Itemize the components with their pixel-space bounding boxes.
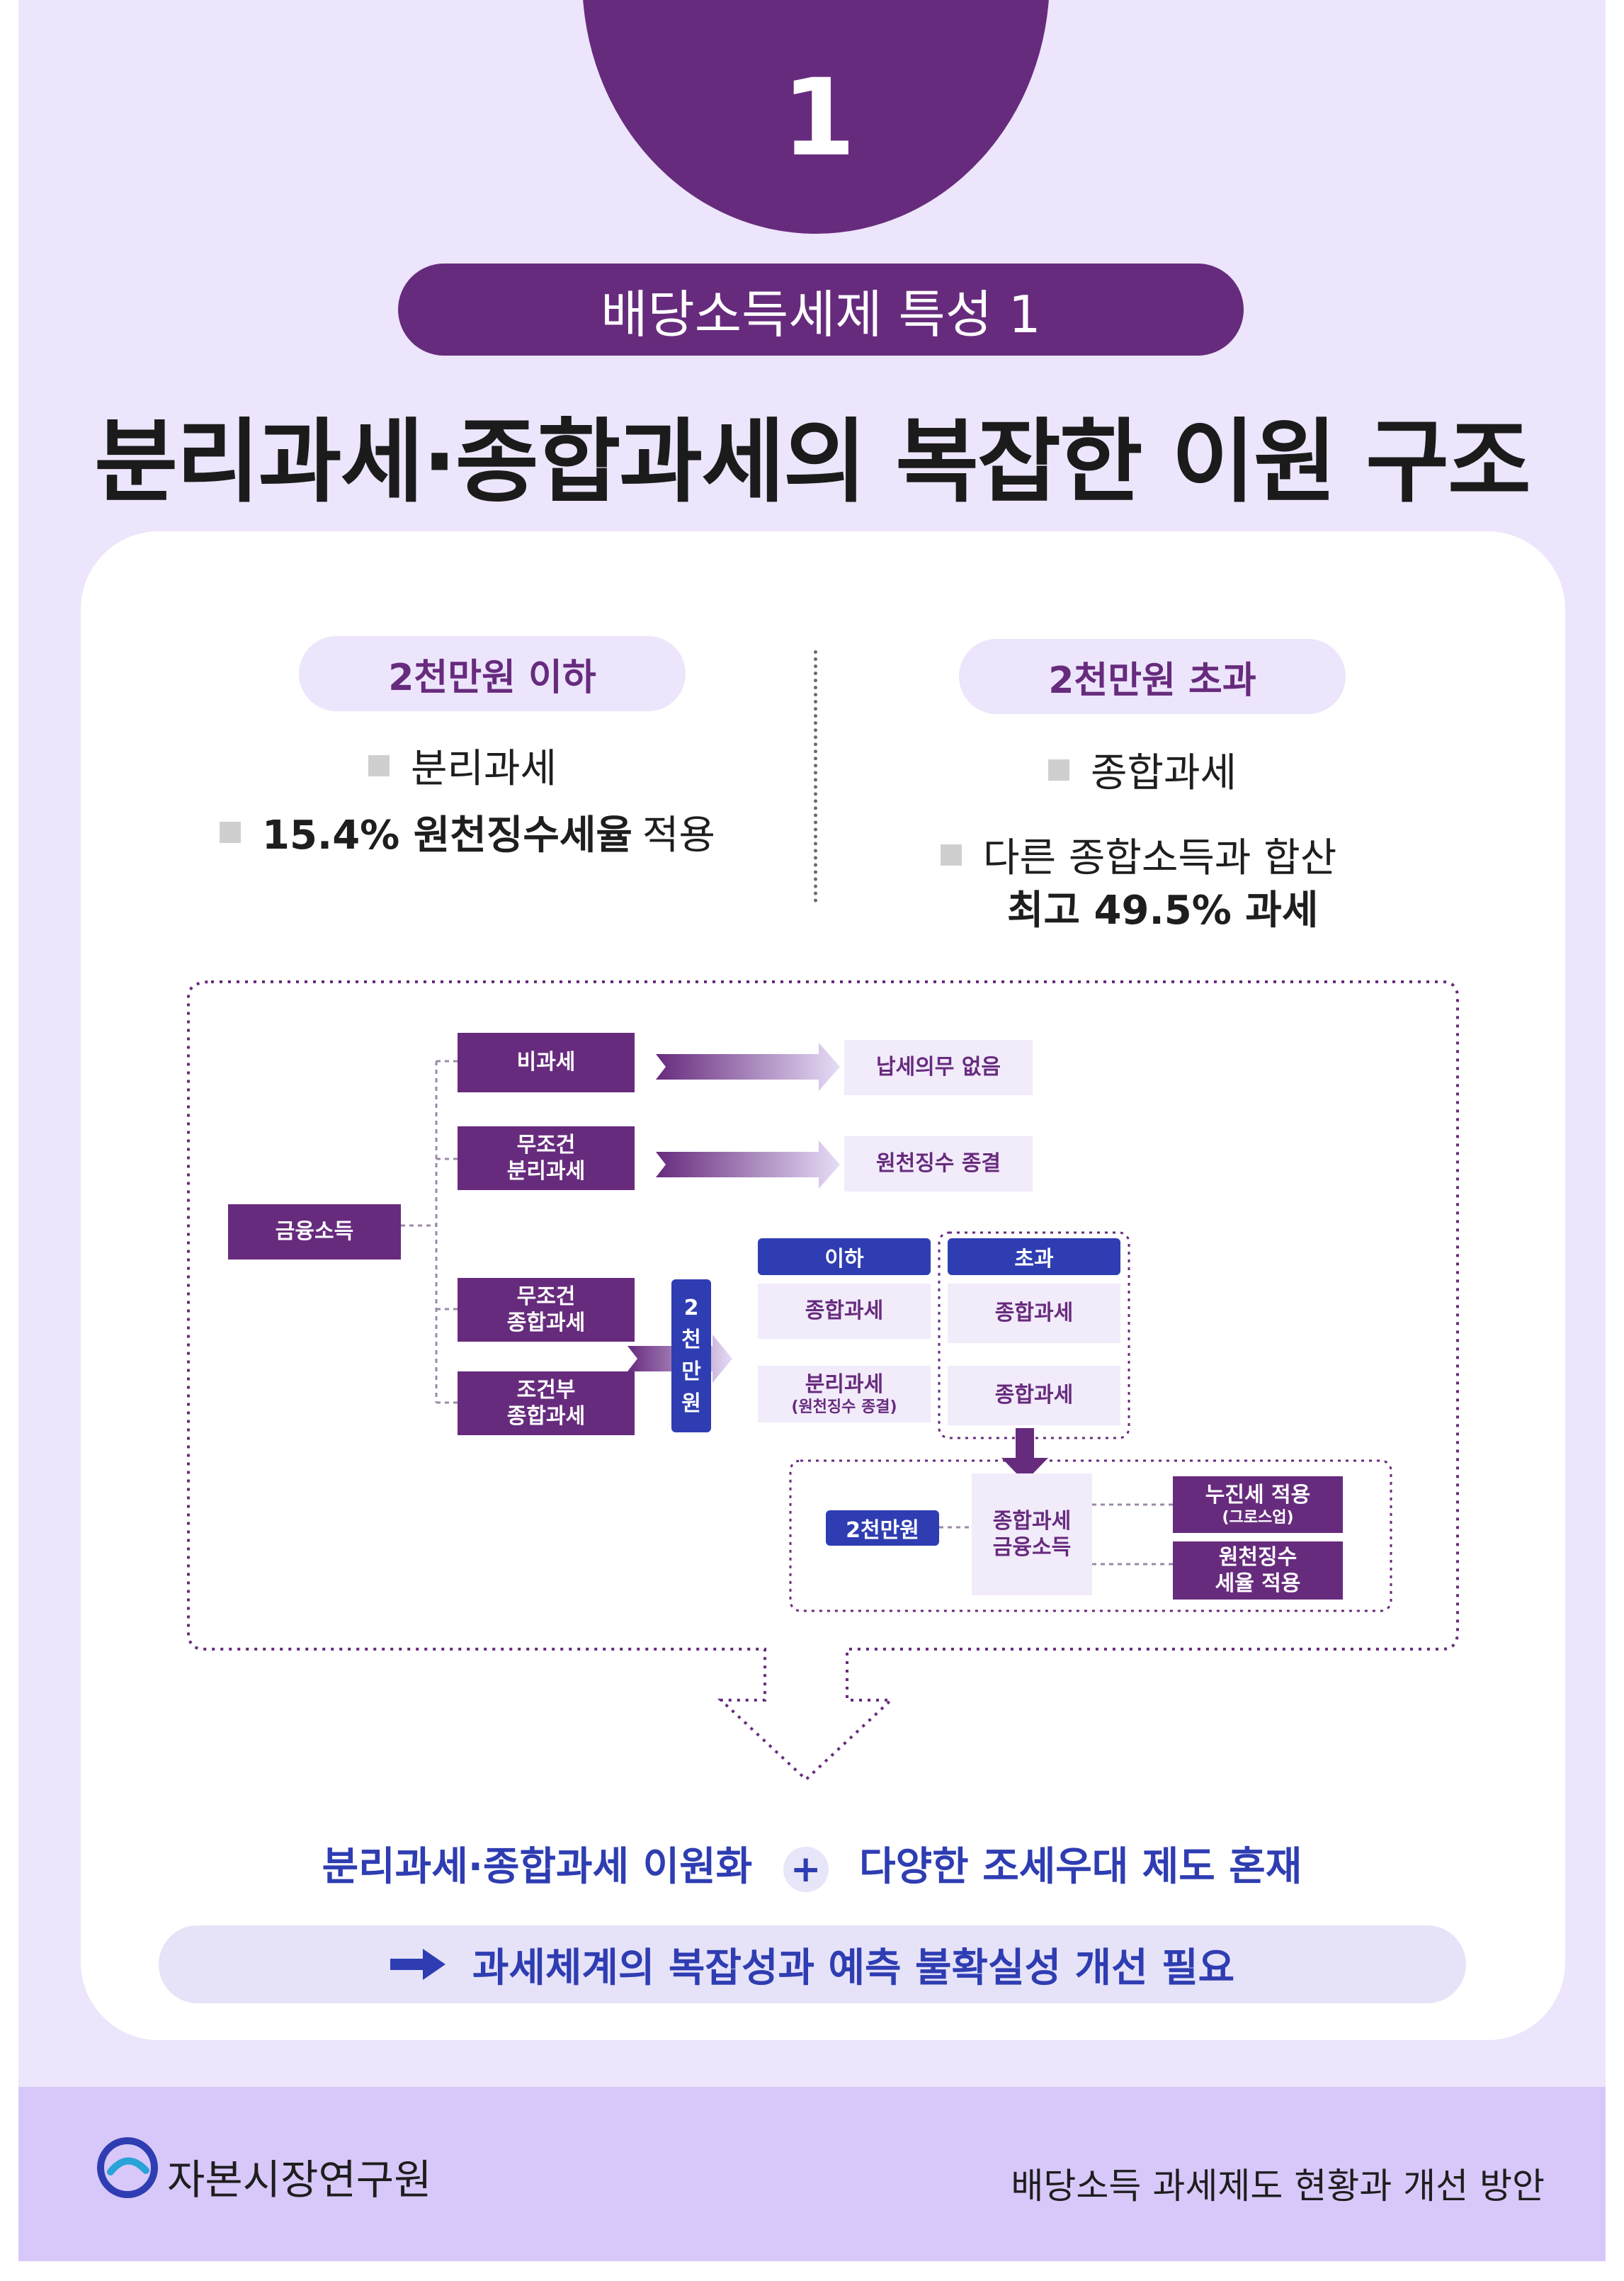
right-bullet-2-line2: 최고 49.5% 과세 — [1007, 888, 1319, 934]
threshold-char: 만 — [681, 1359, 701, 1384]
left-bullet-1: 분리과세 — [368, 737, 557, 794]
conditional-tax-line2: 종합과세 — [506, 1404, 586, 1429]
left-pill: 2천만원 이하 — [299, 636, 686, 711]
right-bullet-1: 종합과세 — [1048, 741, 1237, 798]
comprehensive-income-box: 종합과세 금융소득 — [972, 1473, 1092, 1595]
progressive-tax-line2: (그로스업) — [1222, 1509, 1294, 1527]
nontax-box: 비과세 — [458, 1033, 635, 1092]
comprehensive-income-line1: 종합과세 — [992, 1508, 1072, 1534]
root-income-box: 금융소득 — [228, 1204, 401, 1260]
page-title: 분리과세·종합과세의 복잡한 이원 구조 — [94, 409, 1531, 515]
threshold-char: 원 — [681, 1391, 701, 1416]
comprehensive-tax-line1: 무조건 — [516, 1284, 576, 1309]
right-bullet-1-text: 종합과세 — [1091, 750, 1237, 796]
down-arrow-icon — [1001, 1428, 1048, 1482]
bullet-square-icon — [220, 821, 241, 843]
column-divider — [814, 650, 817, 902]
left-bullet-2-bold: 15.4% 원천징수세율 — [262, 813, 632, 859]
bullet-square-icon — [368, 754, 390, 776]
nontax-result-box: 납세의무 없음 — [844, 1040, 1033, 1095]
separate-tax-line2: 분리과세 — [506, 1159, 586, 1184]
above-header: 초과 — [948, 1238, 1120, 1275]
plus-icon: + — [783, 1846, 829, 1892]
comprehensive-tax-line2: 종합과세 — [506, 1311, 586, 1335]
right-bullet-2-line1: 다른 종합소득과 합산 — [983, 835, 1337, 881]
progressive-tax-line1: 누진세 적용 — [1205, 1482, 1311, 1507]
withholding-rate-line1: 원천징수 — [1218, 1544, 1298, 1570]
right-pill: 2천만원 초과 — [959, 639, 1346, 714]
above-row2-box: 종합과세 — [948, 1366, 1120, 1425]
comprehensive-income-line2: 금융소득 — [992, 1535, 1072, 1560]
threshold-badge: 2천만원 — [826, 1510, 939, 1546]
right-bullet-2: 다른 종합소득과 합산 — [941, 826, 1336, 883]
below-row2-line2: (원천징수 종결) — [791, 1398, 897, 1416]
conditional-tax-box: 조건부 종합과세 — [458, 1371, 635, 1435]
bullet-square-icon — [1048, 759, 1069, 781]
threshold-vertical-label: 2 천 만 원 — [671, 1279, 711, 1432]
above-row1-box: 종합과세 — [948, 1284, 1120, 1343]
below-row1-box: 종합과세 — [758, 1284, 931, 1339]
diagram-outline — [187, 980, 1459, 1782]
final-message-bar: 과세체계의 복잡성과 예측 불확실성 개선 필요 — [159, 1925, 1466, 2003]
withholding-rate-box: 원천징수 세율 적용 — [1173, 1541, 1343, 1600]
summary-frame — [789, 1459, 1392, 1612]
conclusion-line: 분리과세·종합과세 이원화 + 다양한 조세우대 제도 혼재 — [18, 1835, 1606, 1892]
section-number: 1 — [781, 57, 856, 180]
below-row2-box: 분리과세 (원천징수 종결) — [758, 1366, 931, 1422]
footer-band — [18, 2087, 1606, 2261]
threshold-char: 2 — [683, 1296, 699, 1320]
separate-result-box: 원천징수 종결 — [844, 1136, 1033, 1192]
left-bullet-2-rest: 적용 — [642, 813, 715, 859]
below-row2-line1: 분리과세 — [805, 1371, 884, 1397]
flow-connectors — [187, 980, 1459, 1782]
right-arrow-icon — [390, 1949, 445, 1980]
above-column-frame — [938, 1231, 1130, 1439]
final-message: 과세체계의 복잡성과 예측 불확실성 개선 필요 — [472, 1945, 1235, 1991]
progressive-tax-box: 누진세 적용 (그로스업) — [1173, 1476, 1343, 1533]
left-bullet-2: 15.4% 원천징수세율 적용 — [220, 803, 715, 861]
below-header: 이하 — [758, 1238, 931, 1275]
comprehensive-tax-box: 무조건 종합과세 — [458, 1278, 635, 1342]
conditional-tax-line1: 조건부 — [516, 1377, 576, 1403]
separate-tax-line1: 무조건 — [516, 1132, 576, 1158]
left-bullet-1-text: 분리과세 — [411, 746, 557, 792]
poster: 1 배당소득세제 특성 1 분리과세·종합과세의 복잡한 이원 구조 2천만원 … — [18, 0, 1606, 2261]
withholding-rate-line2: 세율 적용 — [1215, 1571, 1301, 1596]
logo-icon — [97, 2137, 158, 2198]
root-connector-lines — [401, 1060, 1173, 1566]
bullet-square-icon — [941, 844, 962, 866]
org-name: 자본시장연구원 — [167, 2156, 432, 2204]
separate-tax-box: 무조건 분리과세 — [458, 1126, 635, 1190]
conclusion-left: 분리과세·종합과세 이원화 — [322, 1844, 753, 1890]
conclusion-right: 다양한 조세우대 제도 혼재 — [859, 1844, 1302, 1890]
threshold-char: 천 — [681, 1328, 701, 1352]
subtitle-pill: 배당소득세제 특성 1 — [398, 264, 1244, 356]
report-title: 배당소득 과세제도 현황과 개선 방안 — [1011, 2166, 1545, 2207]
